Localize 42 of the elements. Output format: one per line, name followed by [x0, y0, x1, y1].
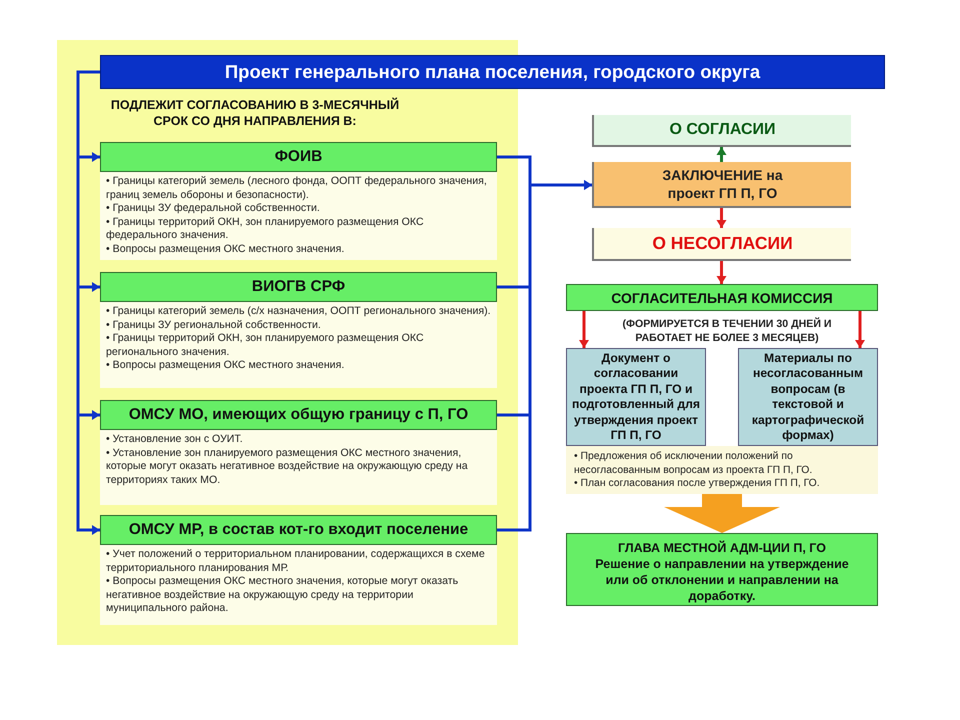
- bullet-text: • Границы ЗУ региональной собственности.: [105, 318, 322, 332]
- arrow: [716, 208, 726, 228]
- bullet-text: • Границы территорий ОКН, зон планируемого размещения ОКС федерального значения.: [105, 216, 425, 243]
- agency-card: [100, 400, 497, 505]
- agency-card: [100, 142, 497, 260]
- status-box: О СОГЛАСИИ: [592, 115, 851, 147]
- bullet-text: • Установление зон планируемого размещения ОКС местного значения, которые могут оказать негативное воздействие на окружающую среду на территориях таких МО.: [105, 446, 469, 488]
- block-arrow: [664, 494, 780, 533]
- agency-header: ВИОГВ СРФ: [100, 272, 497, 302]
- bullet-text: • План согласования после утверждения ГП П, ГО.: [573, 477, 821, 491]
- bullet-text: • Установление зон с ОУИТ.: [105, 433, 244, 447]
- bullet-text: • Границы территорий ОКН, зон планируемого размещения ОКС регионального значения.: [105, 332, 425, 360]
- note-panel: [566, 446, 878, 494]
- decision-box: [566, 533, 878, 606]
- bullet-text: • Вопросы размещения ОКС местного значения.: [105, 242, 346, 257]
- box-text: ГЛАВА МЕСТНОЙ АДМ-ЦИИ П, ГО: [617, 540, 827, 556]
- bullet-text: • Вопросы размещения ОКС местного значения, которые могут оказать негативное воздействие на окружающую среду на территории муниципального района.: [105, 575, 460, 616]
- title-bar: Проект генерального плана поселения, городского округа: [100, 55, 885, 89]
- document-box: Документ о согласовании проекта ГП П, ГО и подготовленный для утверждения проект ГП П, ГО: [566, 348, 706, 446]
- bullet-text: • Вопросы размещения ОКС местного значения.: [105, 359, 346, 373]
- bullet-text: • Границы ЗУ федеральной собственности.: [105, 202, 321, 216]
- conclusion-box: ЗАКЛЮЧЕНИЕ на проект ГП П, ГО: [592, 162, 851, 208]
- bullet-text: • Границы категорий земель (лесного фонда, ООПТ федерального значения, границ земель обороны и безопасности).: [105, 175, 488, 202]
- side-note: (ФОРМИРУЕТСЯ В ТЕЧЕНИИ 30 ДНЕЙ И РАБОТАЕТ НЕ БОЛЕЕ 3 МЕСЯЦЕВ): [621, 317, 833, 345]
- bullet-text: • Предложения об исключении положений по несогласованным вопросам из проекта ГП П, ГО.: [573, 450, 814, 478]
- arrow: [716, 147, 726, 162]
- status-box: О НЕСОГЛАСИИ: [592, 228, 851, 261]
- box-text: Решение о направлении на утверждение или об отклонении и направлении на доработку.: [594, 556, 850, 604]
- agency-header: ОМСУ МР, в состав кот-го входит поселение: [100, 515, 497, 545]
- agency-header: ФОИВ: [100, 142, 497, 172]
- agency-header: ОМСУ МО, имеющих общую границу с П, ГО: [100, 400, 497, 430]
- arrow: [579, 311, 589, 348]
- arrow: [716, 261, 726, 284]
- arrow: [76, 70, 100, 535]
- agency-card: [100, 272, 497, 388]
- bullet-text: • Учет положений о территориальном планировании, содержащихся в схеме территориального планирования МР.: [105, 548, 486, 576]
- arrow: [855, 311, 865, 348]
- panel-heading: ПОДЛЕЖИТ СОГЛАСОВАНИЮ В 3-МЕСЯЧНЫЙ СРОК СО ДНЯ НАПРАВЛЕНИЯ В:: [110, 97, 400, 129]
- arrow: [497, 180, 592, 532]
- document-box: Материалы по несогласованным вопросам (в текстовой и картографической формах): [738, 348, 878, 446]
- bullet-text: • Границы категорий земель (с/х назначения, ООПТ регионального значения).: [105, 305, 492, 319]
- agency-card: [100, 515, 497, 625]
